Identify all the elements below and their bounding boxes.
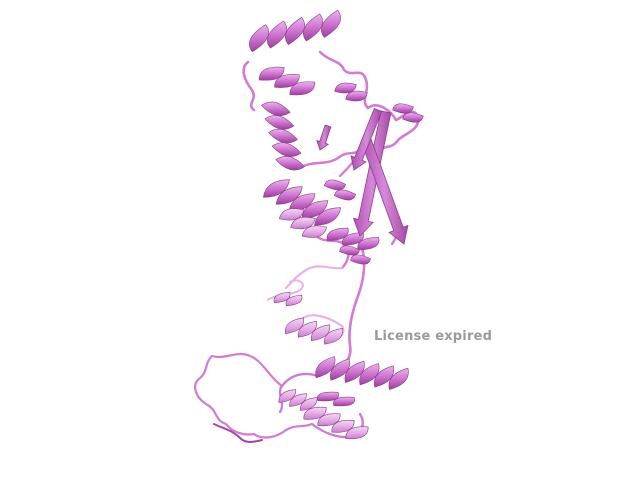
helix-turn [301, 200, 329, 219]
helix-turn [345, 90, 368, 102]
helix-turn [262, 179, 290, 198]
helix-turn [345, 426, 369, 440]
beta-strand [350, 107, 383, 171]
helix-turn [278, 389, 297, 403]
helix-turn [267, 20, 287, 49]
helix-turn [258, 66, 285, 81]
helix-turn [289, 393, 307, 407]
beta-strand [360, 137, 409, 245]
helix-turn [284, 317, 305, 334]
helix-turn [402, 112, 424, 123]
loop-segment [298, 148, 362, 170]
helix-turn [350, 254, 371, 265]
license-watermark: License expired [374, 329, 493, 344]
helix-turn [334, 82, 357, 94]
loop-segment [194, 352, 284, 436]
loop-segment [284, 265, 344, 290]
helix-turn [301, 225, 328, 238]
helix-turn [275, 186, 303, 205]
helix-turn [323, 179, 347, 191]
helix-turn [260, 101, 291, 117]
helix-turn [321, 9, 341, 38]
helix-turn [344, 360, 365, 383]
helix-turn [323, 328, 344, 345]
helix-turn [278, 208, 305, 221]
helix-turn [329, 358, 351, 381]
helix-turn [303, 13, 323, 42]
beta-strands [316, 107, 409, 245]
helix-turn [290, 216, 316, 230]
loop-segment [252, 422, 314, 439]
loop-segment [242, 60, 256, 112]
alpha-helices [249, 9, 424, 440]
beta-strand [352, 110, 392, 237]
helix-turn [289, 81, 316, 96]
helix-turn [275, 155, 306, 171]
helix-turn [333, 396, 355, 407]
helix-turn [357, 237, 380, 251]
helix-turn [331, 419, 355, 433]
helix-turn [271, 142, 302, 157]
helix-turn [303, 406, 327, 420]
helix-turn [317, 413, 341, 427]
beta-strand [316, 124, 332, 151]
helix-turn [392, 103, 414, 114]
helix-turn [359, 363, 380, 386]
helix-turn [333, 189, 357, 201]
helix-turn [268, 128, 298, 144]
helix-turn [285, 17, 305, 45]
helix-turn [317, 391, 339, 402]
helix-turn [264, 115, 295, 130]
helix-turn [274, 74, 300, 88]
helix-turn [310, 324, 331, 341]
helix-turn [273, 291, 291, 304]
loop-segment [213, 423, 263, 443]
helix-turn [297, 321, 318, 338]
helix-turn [314, 207, 342, 226]
helix-turn [388, 367, 409, 390]
helix-turn [339, 245, 360, 256]
helix-turn [373, 365, 395, 388]
helix-turn [285, 294, 303, 307]
helix-turn [315, 356, 336, 379]
helix-turn [326, 227, 349, 241]
helix-turn [249, 24, 269, 53]
